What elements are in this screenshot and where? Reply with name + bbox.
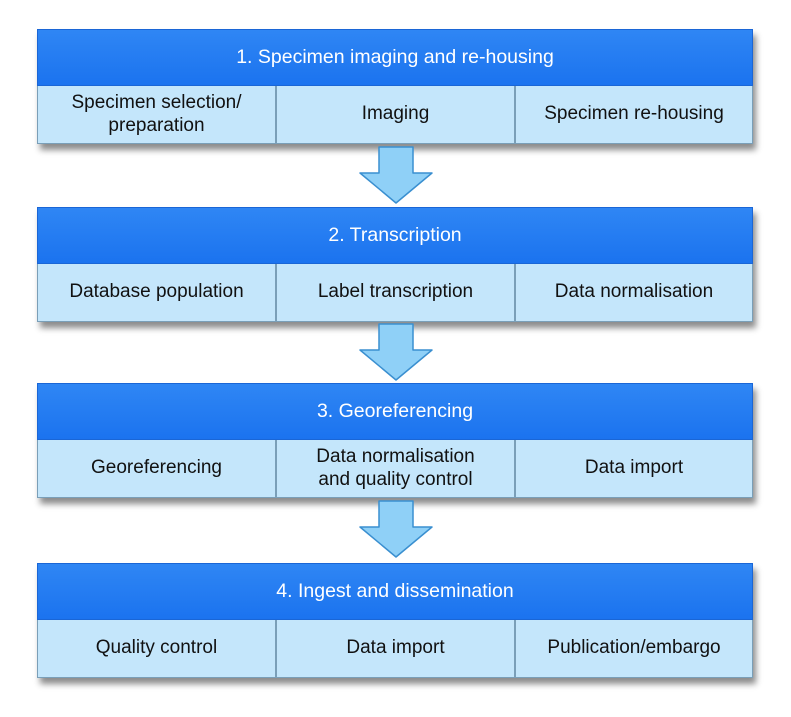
stage-1-steps: Specimen selection/ preparation Imaging … [37, 86, 753, 144]
stage-1-title: 1. Specimen imaging and re-housing [37, 29, 753, 86]
step-label: Specimen selection/ preparation [71, 91, 242, 136]
step-label: Data import [584, 457, 684, 479]
step-label: Specimen re-housing [544, 103, 724, 125]
stage-3: 3. Georeferencing Georeferencing Data no… [37, 383, 753, 498]
down-arrow-icon [359, 500, 433, 558]
step-data-normalisation: Data normalisation [515, 264, 753, 322]
step-data-import: Data import [276, 620, 515, 678]
step-quality-control: Quality control [37, 620, 276, 678]
step-specimen-rehousing: Specimen re-housing [515, 86, 753, 144]
down-arrow-icon [359, 323, 433, 381]
step-specimen-selection: Specimen selection/ preparation [37, 86, 276, 144]
step-label: Quality control [95, 637, 218, 659]
step-label: Georeferencing [91, 457, 222, 479]
step-label: Publication/embargo [547, 637, 721, 659]
stage-4-title: 4. Ingest and dissemination [37, 563, 753, 620]
step-georeferencing: Georeferencing [37, 440, 276, 498]
step-label-transcription: Label transcription [276, 264, 515, 322]
stage-1: 1. Specimen imaging and re-housing Speci… [37, 29, 753, 144]
step-label: Label transcription [317, 281, 474, 303]
stage-4: 4. Ingest and dissemination Quality cont… [37, 563, 753, 678]
stage-3-steps: Georeferencing Data normalisation and qu… [37, 440, 753, 498]
down-arrow-icon [359, 146, 433, 204]
stage-4-steps: Quality control Data import Publication/… [37, 620, 753, 678]
step-normalisation-quality-control: Data normalisation and quality control [276, 440, 515, 498]
step-imaging: Imaging [276, 86, 515, 144]
stage-2-title: 2. Transcription [37, 207, 753, 264]
stage-3-title: 3. Georeferencing [37, 383, 753, 440]
step-label: Data normalisation [554, 281, 714, 303]
step-publication-embargo: Publication/embargo [515, 620, 753, 678]
step-database-population: Database population [37, 264, 276, 322]
step-label: Database population [69, 281, 244, 303]
stage-2-steps: Database population Label transcription … [37, 264, 753, 322]
stage-2: 2. Transcription Database population Lab… [37, 207, 753, 322]
step-label: Imaging [361, 103, 430, 125]
step-data-import: Data import [515, 440, 753, 498]
step-label: Data import [346, 637, 445, 659]
step-label: Data normalisation and quality control [316, 445, 475, 490]
